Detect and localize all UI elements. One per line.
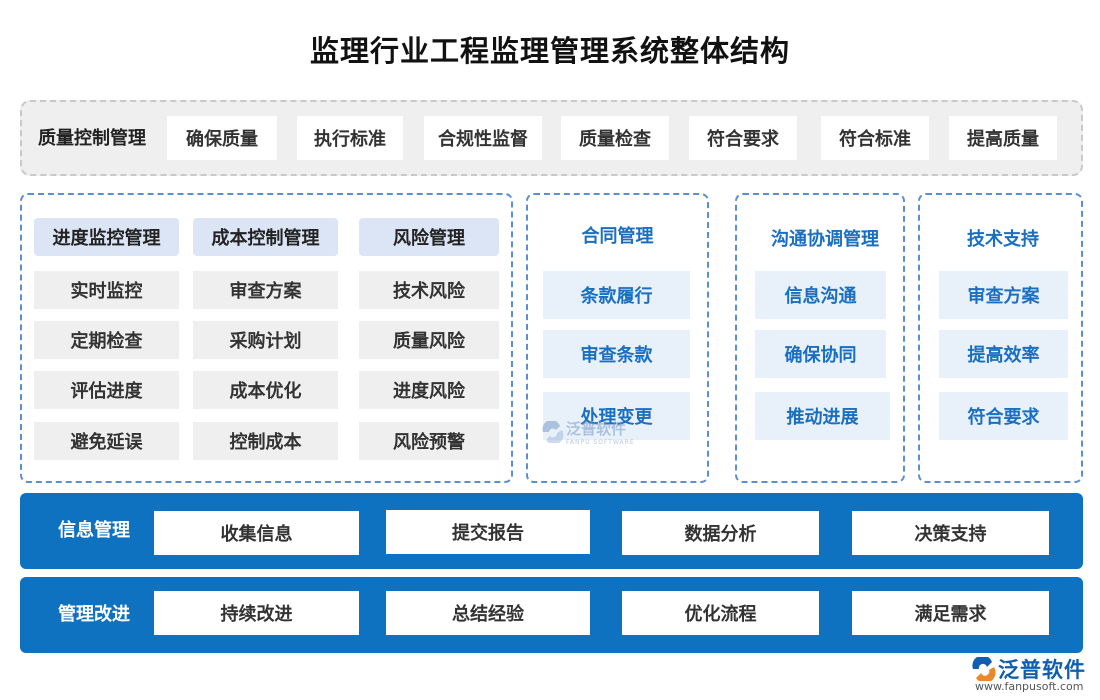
contract-management-title: 合同管理 xyxy=(581,226,654,247)
tech-item: 提高效率 xyxy=(939,330,1068,378)
progress-item: 评估进度 xyxy=(34,371,179,409)
improve-item: 优化流程 xyxy=(622,591,819,635)
management-improvement-label: 管理改进 xyxy=(58,604,130,625)
logo-name: 泛普软件 xyxy=(998,658,1086,682)
quality-item: 质量检查 xyxy=(561,116,669,160)
watermark: 泛普软件 FANPU SOFTWARE xyxy=(540,418,635,446)
fanpu-logo-icon xyxy=(542,421,564,443)
improve-item: 满足需求 xyxy=(852,591,1049,635)
contract-item: 审查条款 xyxy=(543,330,690,378)
progress-management-header: 进度监控管理 xyxy=(34,218,179,256)
progress-item: 避免延误 xyxy=(34,422,179,460)
quality-control-label: 质量控制管理 xyxy=(38,128,146,149)
improve-item: 总结经验 xyxy=(386,591,590,635)
cost-item: 控制成本 xyxy=(193,422,338,460)
communication-item: 确保协同 xyxy=(755,330,886,378)
cost-item: 成本优化 xyxy=(193,371,338,409)
watermark-name: 泛普软件 xyxy=(566,420,627,438)
risk-item: 风险预警 xyxy=(359,422,499,460)
fanpu-logo-icon xyxy=(972,657,996,681)
watermark-sub: FANPU SOFTWARE xyxy=(566,439,635,446)
info-item: 提交报告 xyxy=(386,510,590,554)
risk-item: 质量风险 xyxy=(359,321,499,359)
info-item: 收集信息 xyxy=(154,511,359,555)
cost-item: 采购计划 xyxy=(193,321,338,359)
info-management-label: 信息管理 xyxy=(58,520,130,541)
progress-item: 实时监控 xyxy=(34,271,179,309)
cost-item: 审查方案 xyxy=(193,271,338,309)
cost-management-header: 成本控制管理 xyxy=(193,218,338,256)
quality-item: 合规性监督 xyxy=(424,116,542,160)
info-item: 数据分析 xyxy=(622,511,819,555)
logo-url: www.fanpusoft.com xyxy=(975,680,1084,693)
info-item: 决策支持 xyxy=(852,511,1049,555)
tech-support-title: 技术支持 xyxy=(967,229,1039,250)
quality-item: 确保质量 xyxy=(167,116,277,160)
improve-item: 持续改进 xyxy=(154,591,359,635)
contract-item: 处理变更 xyxy=(543,392,690,440)
risk-management-header: 风险管理 xyxy=(359,218,499,256)
communication-item: 推动进展 xyxy=(755,392,890,440)
fanpu-logo: 泛普软件 xyxy=(970,654,1086,684)
communication-title: 沟通协调管理 xyxy=(771,229,879,250)
quality-item: 符合要求 xyxy=(689,116,797,160)
risk-item: 进度风险 xyxy=(359,371,499,409)
diagram-title: 监理行业工程监理管理系统整体结构 xyxy=(309,34,790,68)
risk-item: 技术风险 xyxy=(359,271,499,309)
contract-item: 条款履行 xyxy=(543,271,690,319)
quality-item: 符合标准 xyxy=(821,116,929,160)
progress-item: 定期检查 xyxy=(34,321,179,359)
tech-item: 审查方案 xyxy=(939,271,1068,319)
quality-item: 执行标准 xyxy=(297,116,403,160)
quality-item: 提高质量 xyxy=(949,116,1057,160)
communication-item: 信息沟通 xyxy=(755,271,886,319)
tech-item: 符合要求 xyxy=(939,392,1068,440)
